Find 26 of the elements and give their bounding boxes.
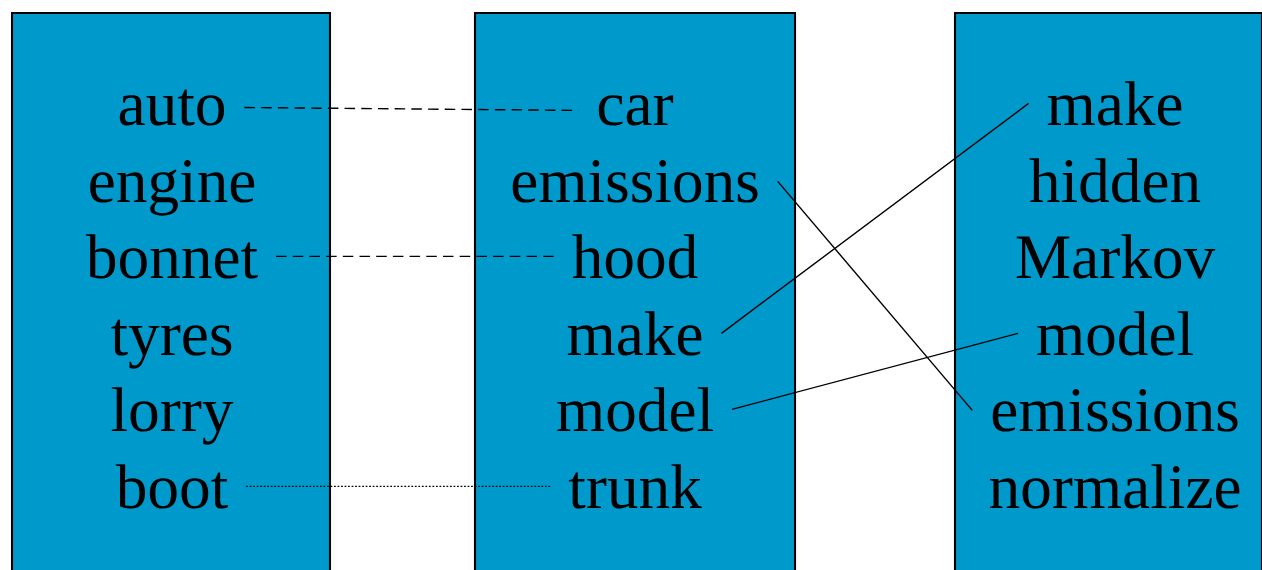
word: model [557, 387, 713, 432]
word: hidden [1029, 158, 1201, 203]
word: engine [90, 160, 255, 216]
connector-line [777, 180, 973, 412]
connector-line [720, 102, 1030, 335]
word: Markov [1016, 234, 1216, 279]
word: make [1047, 81, 1182, 126]
word: boot [115, 464, 228, 509]
panel [953, 11, 1262, 570]
word: emissions [512, 160, 758, 203]
word: trunk [568, 464, 702, 509]
word: make [567, 311, 702, 356]
word: emissions [992, 389, 1238, 432]
word: auto [119, 89, 225, 126]
word: model [1037, 311, 1193, 356]
word: normalize [990, 464, 1240, 509]
panel [473, 11, 797, 570]
dashed-line [275, 255, 555, 258]
panel [10, 11, 332, 570]
word: bonnet [85, 234, 258, 279]
word: lorry [111, 387, 234, 445]
dashed-line [245, 485, 552, 488]
word: tyres [111, 319, 232, 369]
connector-line [731, 332, 1019, 411]
word: hood [572, 234, 698, 279]
word: car [598, 95, 674, 126]
